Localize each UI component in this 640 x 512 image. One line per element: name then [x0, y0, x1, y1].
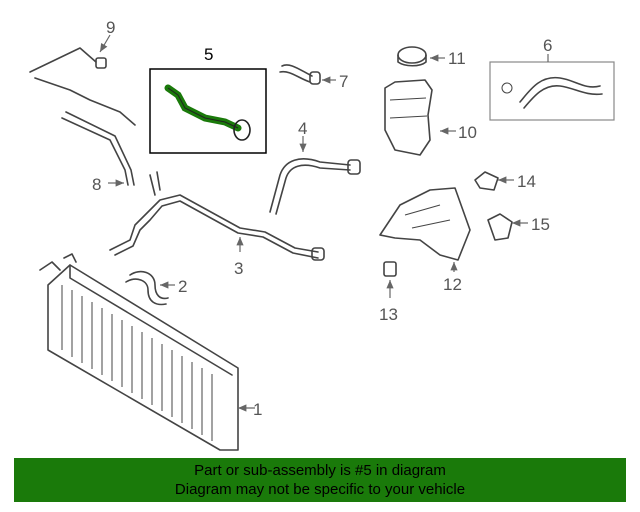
info-banner: Part or sub-assembly is #5 in diagram Di…	[14, 458, 626, 502]
callout-5: 5	[204, 45, 213, 64]
callout-6: 6	[543, 36, 552, 55]
parts-diagram: 1 2 3 4 5 6 7 8 9 10 11 12 13 14 15	[29, 18, 615, 451]
hose-part-2[interactable]	[125, 270, 169, 306]
callout-7: 7	[339, 72, 348, 91]
callout-14: 14	[517, 172, 536, 191]
hose-part-8[interactable]	[61, 111, 135, 186]
callout-leaders	[99, 34, 549, 412]
callout-8: 8	[92, 175, 101, 194]
callout-3: 3	[234, 259, 243, 278]
clip-part-15[interactable]	[487, 213, 513, 241]
sensor-part-13[interactable]	[383, 261, 397, 277]
banner-line-2: Diagram may not be specific to your vehi…	[174, 481, 466, 498]
callout-13: 13	[379, 305, 398, 324]
radiator-part[interactable]	[39, 253, 239, 451]
hose-part-7[interactable]	[279, 64, 321, 85]
coolant-pipe-part-3[interactable]	[109, 171, 325, 261]
bracket-part-12[interactable]	[379, 187, 471, 261]
callout-4: 4	[298, 119, 307, 138]
callout-9: 9	[106, 18, 115, 37]
callout-12: 12	[443, 275, 462, 294]
cap-part-11[interactable]	[397, 46, 427, 67]
callout-1: 1	[253, 400, 262, 419]
callout-2: 2	[178, 277, 187, 296]
hose-part-4[interactable]	[269, 158, 361, 215]
banner-line-1: Part or sub-assembly is #5 in diagram	[194, 462, 446, 479]
hose-part-6[interactable]	[489, 61, 615, 121]
hose-part-9[interactable]	[29, 47, 136, 126]
hose-part-5-highlighted[interactable]	[149, 68, 267, 154]
clip-part-14[interactable]	[474, 171, 499, 191]
callout-11: 11	[448, 49, 466, 68]
callout-15: 15	[531, 215, 550, 234]
callout-10: 10	[458, 123, 477, 142]
expansion-tank-part-10[interactable]	[384, 79, 433, 156]
